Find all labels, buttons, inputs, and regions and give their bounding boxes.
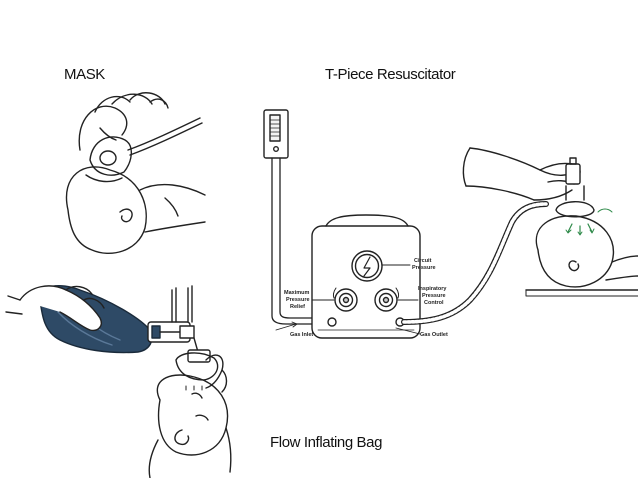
circuit-pressure-gauge bbox=[351, 250, 383, 282]
label-circuit-pressure-2: Pressure bbox=[412, 265, 436, 271]
label-max-relief-1: Maximum bbox=[284, 290, 309, 296]
label-insp-control-1: Inspiratory bbox=[418, 286, 447, 292]
label-circuit-pressure-1: Circuit bbox=[414, 258, 432, 264]
label-gas-inlet: Gas Inlet bbox=[290, 332, 313, 338]
t-piece-infant-illustration bbox=[462, 147, 638, 297]
caption-mask: MASK bbox=[64, 66, 105, 83]
label-max-relief-2: Pressure bbox=[286, 297, 310, 303]
caption-t-piece-resuscitator: T-Piece Resuscitator bbox=[325, 66, 456, 83]
resuscitator-body bbox=[311, 225, 421, 339]
mask-illustration bbox=[65, 92, 206, 254]
label-insp-control-2: Pressure bbox=[422, 293, 446, 299]
caption-flow-inflating-bag: Flow Inflating Bag bbox=[270, 434, 383, 451]
label-insp-control-3: Control bbox=[424, 300, 444, 306]
t-piece-device bbox=[263, 109, 549, 339]
flow-bag-illustration bbox=[5, 284, 232, 478]
device-labels: Circuit Pressure Maximum Pressure Relief… bbox=[284, 258, 448, 338]
label-max-relief-3: Relief bbox=[290, 304, 305, 310]
label-gas-outlet: Gas Outlet bbox=[420, 332, 448, 338]
